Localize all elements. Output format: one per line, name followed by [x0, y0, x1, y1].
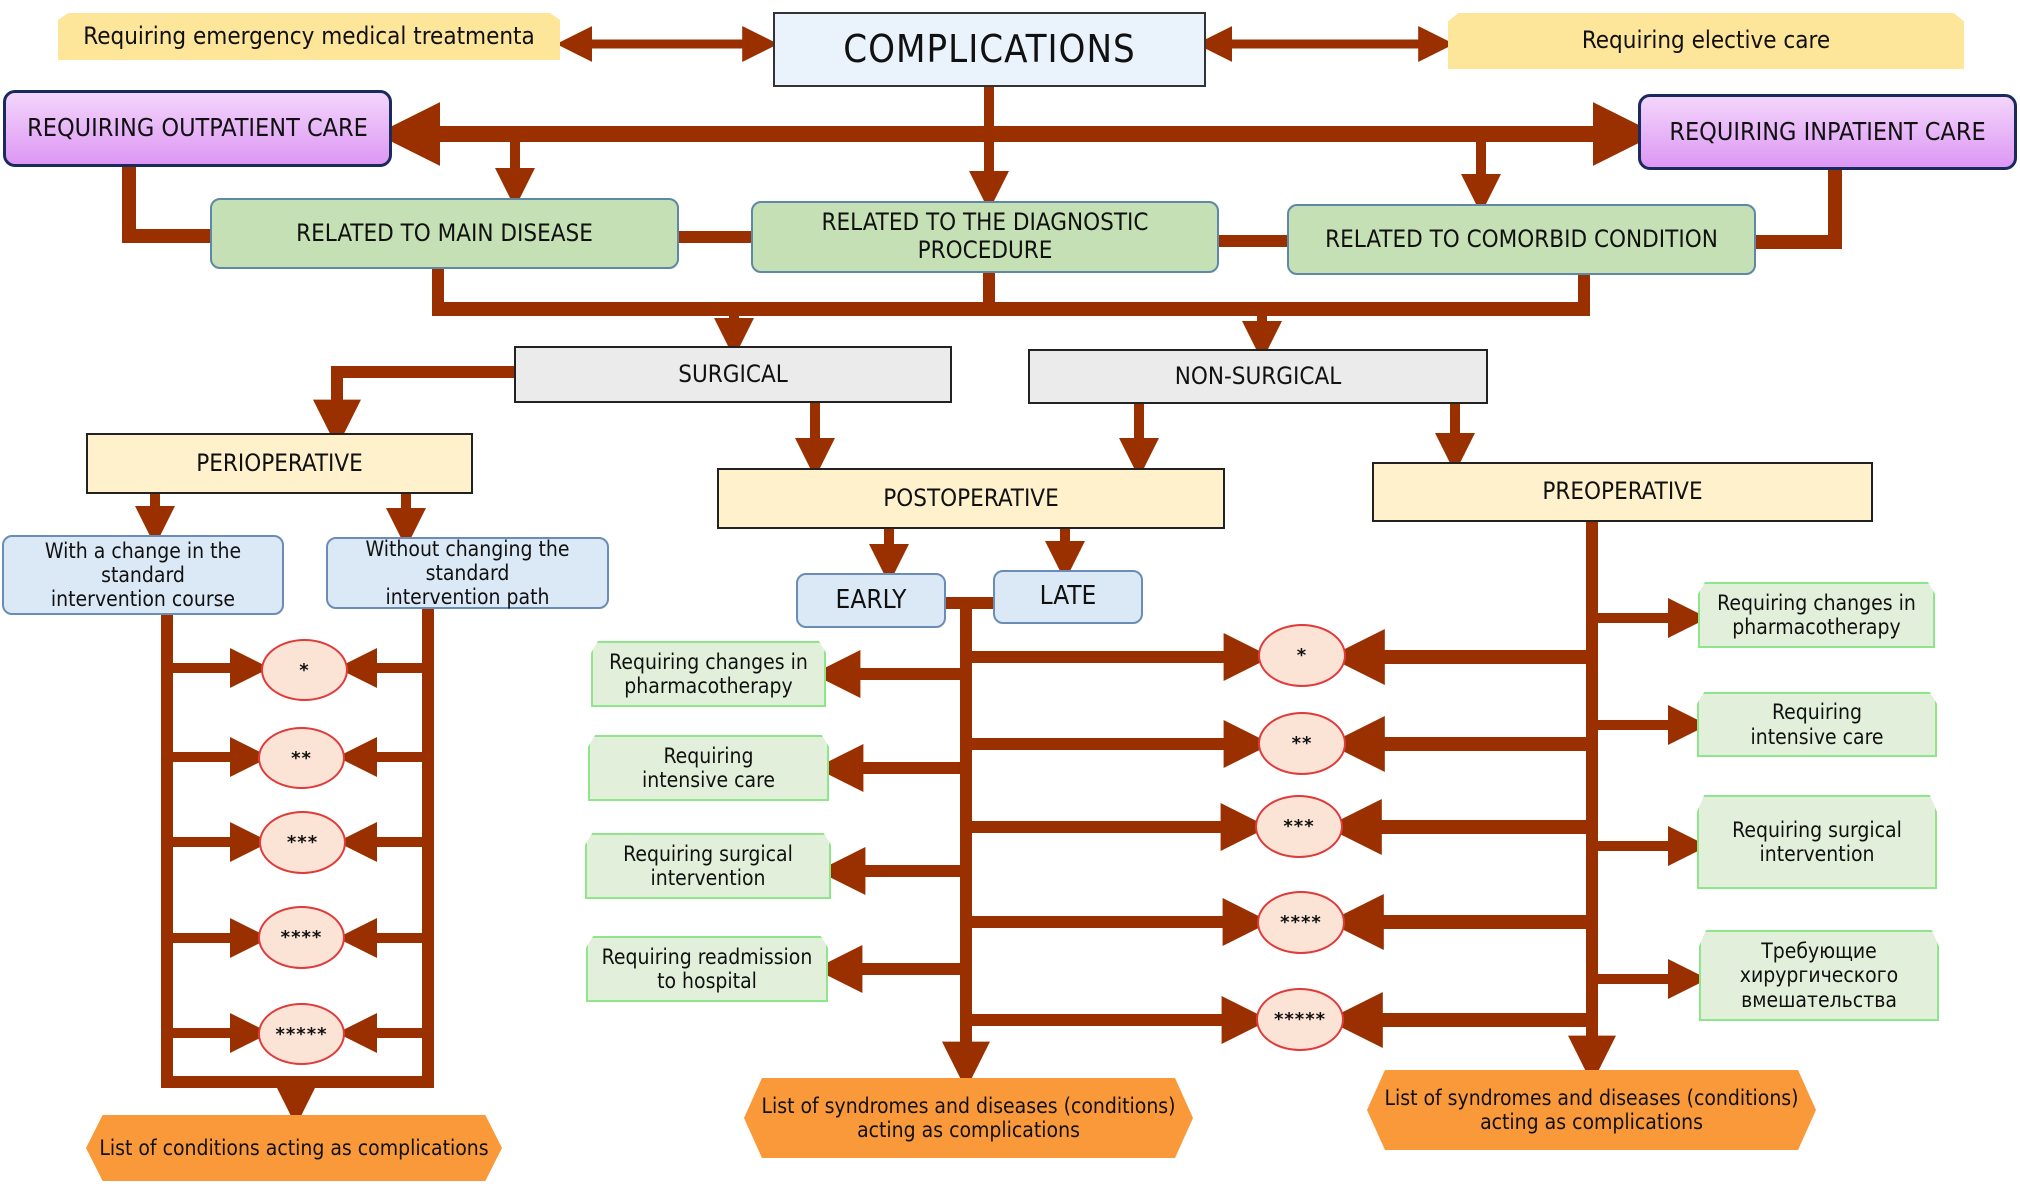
- perioperative-label: PERIOPERATIVE: [196, 448, 363, 477]
- diagnostic-procedure-label: RELATED TO THE DIAGNOSTIC PROCEDURE: [821, 208, 1149, 264]
- early-label: EARLY: [835, 584, 907, 615]
- marker-label: *: [1296, 645, 1308, 666]
- inpatient-care-box: REQUIRING INPATIENT CARE: [1638, 94, 2017, 170]
- preop-outcome-surgical-intervention-ru: Требующие хирургического вмешательства: [1699, 930, 1939, 1021]
- surgical-box: SURGICAL: [514, 346, 952, 403]
- middle-marker-3: ***: [1255, 795, 1343, 858]
- non-surgical-box: NON-SURGICAL: [1028, 349, 1488, 404]
- postoperative-box: POSTOPERATIVE: [717, 468, 1225, 529]
- comorbid-condition-box: RELATED TO COMORBID CONDITION: [1287, 204, 1756, 275]
- with-change-label: With a change in the standard interventi…: [44, 538, 242, 612]
- preoperative-label: PREOPERATIVE: [1542, 477, 1703, 506]
- postop-outcome-label: Requiring surgical intervention: [623, 841, 793, 890]
- postop-outcome-surgical-intervention: Requiring surgical intervention: [585, 833, 831, 899]
- arrow-surgical-perioperative: [313, 366, 514, 448]
- complications-title: COMPLICATIONS: [843, 26, 1136, 71]
- perioperative-result-box: List of conditions acting as complicatio…: [86, 1115, 502, 1181]
- marker-label: *****: [275, 1023, 328, 1045]
- marker-label: ****: [280, 927, 323, 948]
- perioperative-marker-4: ****: [258, 906, 345, 969]
- comorbid-condition-label: RELATED TO COMORBID CONDITION: [1325, 224, 1718, 253]
- emergency-care-box: Requiring emergency medical treatmenta: [58, 13, 560, 60]
- preoperative-result-box: List of syndromes and diseases (conditio…: [1367, 1070, 1816, 1150]
- marker-label: ***: [286, 832, 319, 853]
- marker-label: ****: [1280, 912, 1322, 933]
- connector-inpatient-comorbid: [1756, 170, 1842, 249]
- diagnostic-procedure-box: RELATED TO THE DIAGNOSTIC PROCEDURE: [751, 201, 1219, 273]
- marker-label: *: [299, 659, 310, 681]
- preop-outcome-surgical-intervention: Requiring surgical intervention: [1697, 795, 1937, 889]
- postop-outcome-pharmacotherapy: Requiring changes in pharmacotherapy: [591, 641, 826, 707]
- with-change-box: With a change in the standard interventi…: [2, 535, 284, 615]
- marker-label: **: [291, 747, 312, 769]
- preop-outcome-label: Requiring surgical intervention: [1732, 817, 1902, 866]
- late-box: LATE: [993, 570, 1143, 624]
- marker-label: ***: [1283, 816, 1315, 837]
- perioperative-box: PERIOPERATIVE: [86, 433, 473, 494]
- perioperative-result-label: List of conditions acting as complicatio…: [99, 1135, 489, 1160]
- postop-outcome-label: Requiring readmission to hospital: [601, 944, 813, 993]
- late-label: LATE: [1039, 581, 1097, 612]
- perioperative-marker-1: *: [261, 639, 348, 701]
- marker-label: *****: [1273, 1009, 1327, 1030]
- postop-outcome-label: Requiring changes in pharmacotherapy: [609, 649, 808, 698]
- postoperative-label: POSTOPERATIVE: [883, 483, 1059, 512]
- inpatient-care-label: REQUIRING INPATIENT CARE: [1669, 116, 1986, 146]
- preoperative-box: PREOPERATIVE: [1372, 462, 1873, 522]
- postoperative-result-box: List of syndromes and diseases (conditio…: [744, 1078, 1193, 1158]
- surgical-label: SURGICAL: [678, 359, 788, 388]
- preop-outcome-label: Requiring changes in pharmacotherapy: [1717, 590, 1916, 639]
- non-surgical-label: NON-SURGICAL: [1174, 361, 1342, 390]
- postop-outcome-intensive-care: Requiring intensive care: [588, 735, 829, 801]
- middle-marker-1: *: [1258, 624, 1346, 687]
- middle-marker-2: **: [1258, 712, 1346, 775]
- complications-root-box: COMPLICATIONS: [773, 12, 1206, 87]
- perioperative-marker-2: **: [258, 727, 345, 789]
- postop-outcome-readmission: Requiring readmission to hospital: [586, 936, 828, 1002]
- marker-label: **: [1291, 733, 1313, 754]
- outpatient-care-box: REQUIRING OUTPATIENT CARE: [3, 90, 392, 167]
- postop-outcome-label: Requiring intensive care: [641, 743, 776, 792]
- elective-care-label: Requiring elective care: [1581, 26, 1831, 55]
- emergency-care-label: Requiring emergency medical treatmenta: [83, 21, 535, 50]
- middle-marker-5: *****: [1256, 988, 1344, 1051]
- without-change-box: Without changing the standard interventi…: [326, 537, 609, 609]
- preop-outcome-label: Requiring intensive care: [1750, 700, 1884, 749]
- preop-outcome-label: Требующие хирургического вмешательства: [1739, 939, 1899, 1012]
- early-box: EARLY: [796, 573, 946, 628]
- preoperative-result-label: List of syndromes and diseases (conditio…: [1384, 1085, 1799, 1134]
- elective-care-box: Requiring elective care: [1448, 13, 1964, 69]
- outpatient-care-label: REQUIRING OUTPATIENT CARE: [27, 113, 368, 143]
- preop-outcome-pharmacotherapy: Requiring changes in pharmacotherapy: [1698, 582, 1935, 648]
- preop-outcome-intensive-care: Requiring intensive care: [1697, 692, 1937, 757]
- perioperative-marker-5: *****: [258, 1003, 345, 1065]
- postoperative-result-label: List of syndromes and diseases (conditio…: [761, 1093, 1176, 1142]
- middle-marker-4: ****: [1257, 891, 1345, 954]
- main-disease-label: RELATED TO MAIN DISEASE: [296, 218, 593, 247]
- main-disease-box: RELATED TO MAIN DISEASE: [210, 198, 679, 269]
- perioperative-marker-3: ***: [259, 811, 346, 874]
- without-change-label: Without changing the standard interventi…: [365, 536, 570, 610]
- connector-outpatient-main: [122, 166, 210, 243]
